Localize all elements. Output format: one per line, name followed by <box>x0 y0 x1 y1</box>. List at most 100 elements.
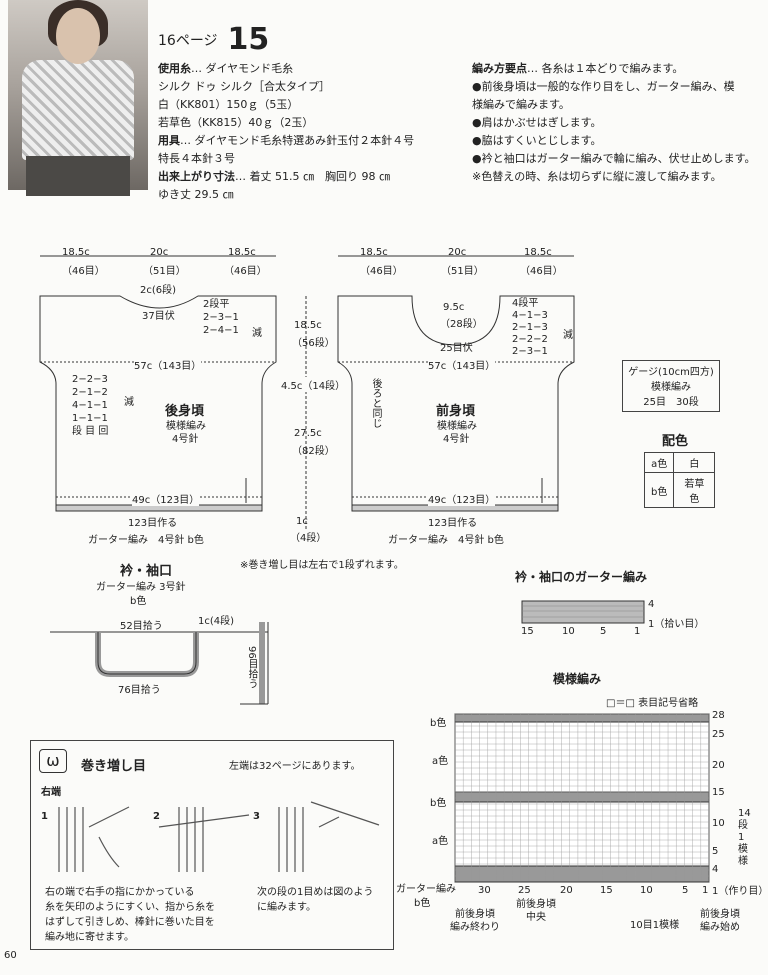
chart-x-label: 25 <box>518 885 531 896</box>
technique-left-ref: 左端は32ページにあります。 <box>229 761 361 772</box>
schematic-diagrams <box>39 255 710 883</box>
garter-x-label: 15 <box>521 626 534 637</box>
chart-right-label: 1（作り目） <box>712 886 768 897</box>
back-cast-on: 123目作る <box>128 518 178 529</box>
step-number: 3 <box>253 811 260 822</box>
collar-pick-2: 1c(4段) <box>198 616 235 627</box>
method-item: ●前後身頃は一般的な作り目をし、ガーター編み、模 <box>472 80 735 93</box>
chart-right-label: 10 <box>712 818 725 829</box>
collar-note: ※巻き増し目は左右で1段ずれます。 <box>240 560 404 571</box>
back-garter: ガーター編み 4号針 b色 <box>88 535 204 546</box>
pattern-legend: □＝□ 表目記号省略 <box>606 698 699 709</box>
chart-bottom-end: 前後身頃編み終わり <box>450 909 500 933</box>
gauge-title: ゲージ(10cm四方) <box>628 367 714 378</box>
dim-body: 27.5c <box>294 428 322 439</box>
tools-value-2: 特長４本針３号 <box>158 152 235 165</box>
front-needle: 4号針 <box>443 434 470 445</box>
chart-garter-label: ガーター編み <box>396 884 456 895</box>
chart-left-label: a色 <box>432 836 449 847</box>
front-neck-rows: （28段） <box>440 319 483 330</box>
technique-illustrations <box>58 801 380 872</box>
yarn-name: シルク ドゥ シルク［合太タイプ］ <box>158 80 330 93</box>
front-neck-depth: 9.5c <box>443 302 465 313</box>
chart-x-label: 15 <box>600 885 613 896</box>
color-row: b色若草色 <box>643 472 716 508</box>
method-title: 編み方要点 <box>472 62 527 75</box>
chart-x-label: 10 <box>640 885 653 896</box>
dim-garter-rows: （4段） <box>290 533 327 544</box>
back-count-neck: （51目） <box>143 266 186 277</box>
chart-right-label: 5 <box>712 846 719 857</box>
back-needle: 4号針 <box>172 434 199 445</box>
method-intro: … 各糸は１本どりで編みます。 <box>527 62 684 75</box>
front-dim-shoulder-l: 18.5c <box>360 247 388 258</box>
back-title: 後身頃 <box>165 404 205 419</box>
chart-bottom-repeat: 10目1模様 <box>630 920 680 931</box>
page-number: 60 <box>4 950 17 961</box>
garter-x-label: 10 <box>562 626 575 637</box>
back-dim-neck: 20c <box>150 247 169 258</box>
model-photo <box>8 0 148 196</box>
yarn-color-2: 若草色（KK815）40ｇ（2玉） <box>158 116 314 129</box>
chart-x-label: 1 <box>702 885 709 896</box>
step-number: 2 <box>153 811 160 822</box>
method-item: ●衿と袖口はガーター編みで輪に編み、伏せ止めします。 <box>472 152 756 165</box>
gauge-pattern: 模様編み <box>651 382 691 393</box>
front-dim-neck: 20c <box>448 247 467 258</box>
back-count-shoulder-r: （46目） <box>224 266 267 277</box>
pattern-number: 15 <box>227 22 270 57</box>
front-bottom-width: 49c（123目） <box>428 491 496 506</box>
garter-row-mark: 4 <box>648 599 655 610</box>
gauge-value: 25目 30段 <box>643 397 699 408</box>
chart-left-label: a色 <box>432 756 449 767</box>
colors-title: 配色 <box>662 434 689 449</box>
dim-arm-shaping: 4.5c（14段） <box>281 377 346 392</box>
back-arm-dec-label: 減 <box>124 397 134 408</box>
technique-icon: ω <box>39 749 67 773</box>
chart-bottom-center: 前後身頃中央 <box>516 899 556 923</box>
chart-x-label: 30 <box>478 885 491 896</box>
chart-right-label: 20 <box>712 760 725 771</box>
colors-table: a色白 b色若草色 <box>643 452 716 508</box>
chart-bottom-start: 前後身頃編み始め <box>700 909 740 933</box>
collar-title: 衿・袖口 <box>120 564 173 579</box>
dim-armhole: 18.5c <box>294 320 322 331</box>
yarn-value: … ダイヤモンド毛糸 <box>191 62 294 75</box>
gauge-box: ゲージ(10cm四方) 模様編み 25目 30段 <box>622 360 720 412</box>
method-item: ●脇はすくいとじします。 <box>472 134 602 147</box>
front-title: 前身頃 <box>436 404 476 419</box>
method-block: 編み方要点… 各糸は１本どりで編みます。 ●前後身頃は一般的な作り目をし、ガータ… <box>472 60 756 186</box>
method-item: ※色替えの時、糸は切らずに縦に渡して編みます。 <box>472 170 722 183</box>
front-neck-dec-label: 減 <box>563 330 573 341</box>
front-width-mid: 57c（143目） <box>428 357 496 372</box>
chart-right-label: 15 <box>712 787 725 798</box>
pattern-chart-title: 模様編み <box>553 672 602 686</box>
technique-box: ω 巻き増し目 左端は32ページにあります。 右端 1 2 3 右の端で右手の指… <box>30 740 394 950</box>
front-count-shoulder-l: （46目） <box>360 266 403 277</box>
technique-side: 右端 <box>41 787 61 798</box>
chart-right-label: 25 <box>712 729 725 740</box>
tools-value: … ダイヤモンド毛糸特選あみ針玉付２本針４号 <box>180 134 415 147</box>
chart-x-label: 20 <box>560 885 573 896</box>
dim-garter: 1c <box>296 516 308 527</box>
collar-pick-1: 52目拾う <box>120 621 163 632</box>
collar-sub-1: ガーター編み 3号針 <box>96 582 186 593</box>
yarn-color-1: 白（KK801）150ｇ（5玉） <box>158 98 299 111</box>
back-count-shoulder-l: （46目） <box>62 266 105 277</box>
dim-body-rows: （82段） <box>292 446 335 457</box>
collar-sub-2: b色 <box>130 596 147 607</box>
back-dim-shoulder-l: 18.5c <box>62 247 90 258</box>
chart-left-label: b色 <box>430 718 447 729</box>
back-neck-dec-label: 減 <box>252 328 262 339</box>
step-number: 1 <box>41 811 48 822</box>
technique-desc-2: 次の段の1目めは図のように編みます。 <box>257 887 374 913</box>
technique-desc-1: 右の端で右手の指にかかっている糸を矢印のようにすくい、指から糸をはずして引きしめ… <box>45 887 216 943</box>
size-value: … 着丈 51.5 ㎝ 胸回り 98 ㎝ <box>235 170 390 183</box>
back-width-mid: 57c（143目） <box>134 357 202 372</box>
method-item: 様編みで編みます。 <box>472 98 570 111</box>
